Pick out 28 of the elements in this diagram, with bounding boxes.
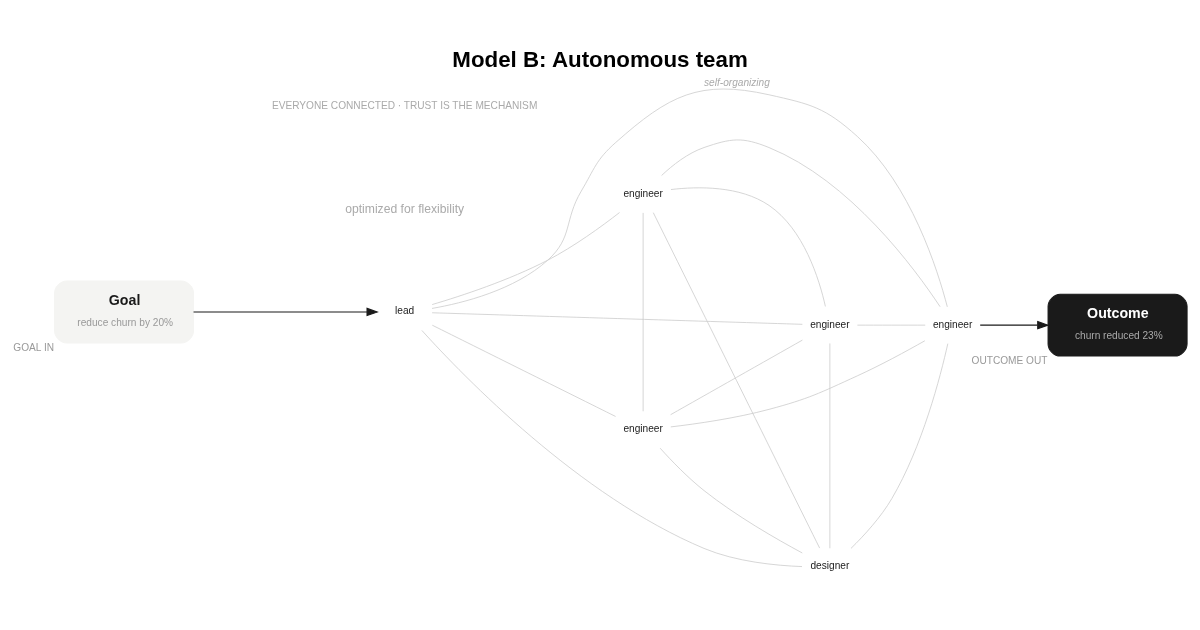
node-text: engineer (623, 422, 663, 434)
connector (670, 339, 926, 427)
node-box: Outcome churn reduced 23% (1047, 293, 1188, 357)
edge-label: self-organizing (704, 76, 770, 88)
connector (421, 329, 803, 567)
node-text: engineer (623, 187, 663, 199)
node-box: Goal reduce churn by 20% (54, 280, 195, 343)
connector (431, 324, 616, 417)
node-text: engineer (810, 318, 850, 330)
label: optimized for flexibility (345, 201, 465, 216)
node-text: engineer (932, 318, 973, 330)
connector (661, 139, 941, 307)
arrow (979, 320, 1050, 329)
label: EVERYONE CONNECTED · TRUST IS THE MECHANISM (271, 99, 538, 111)
connector (431, 311, 803, 325)
connector (431, 88, 948, 309)
node-text: lead (395, 304, 415, 316)
connector (670, 339, 803, 415)
connector (670, 186, 826, 307)
connector (850, 342, 949, 549)
node-text: designer (810, 559, 850, 571)
connector (652, 211, 821, 548)
connector (659, 447, 803, 553)
node-label: OUTCOME OUT (971, 354, 1048, 366)
node-label: GOAL IN (13, 341, 55, 353)
arrow (193, 307, 379, 316)
connector (431, 211, 620, 305)
diagram-title: Model B: Autonomous team (452, 46, 748, 72)
